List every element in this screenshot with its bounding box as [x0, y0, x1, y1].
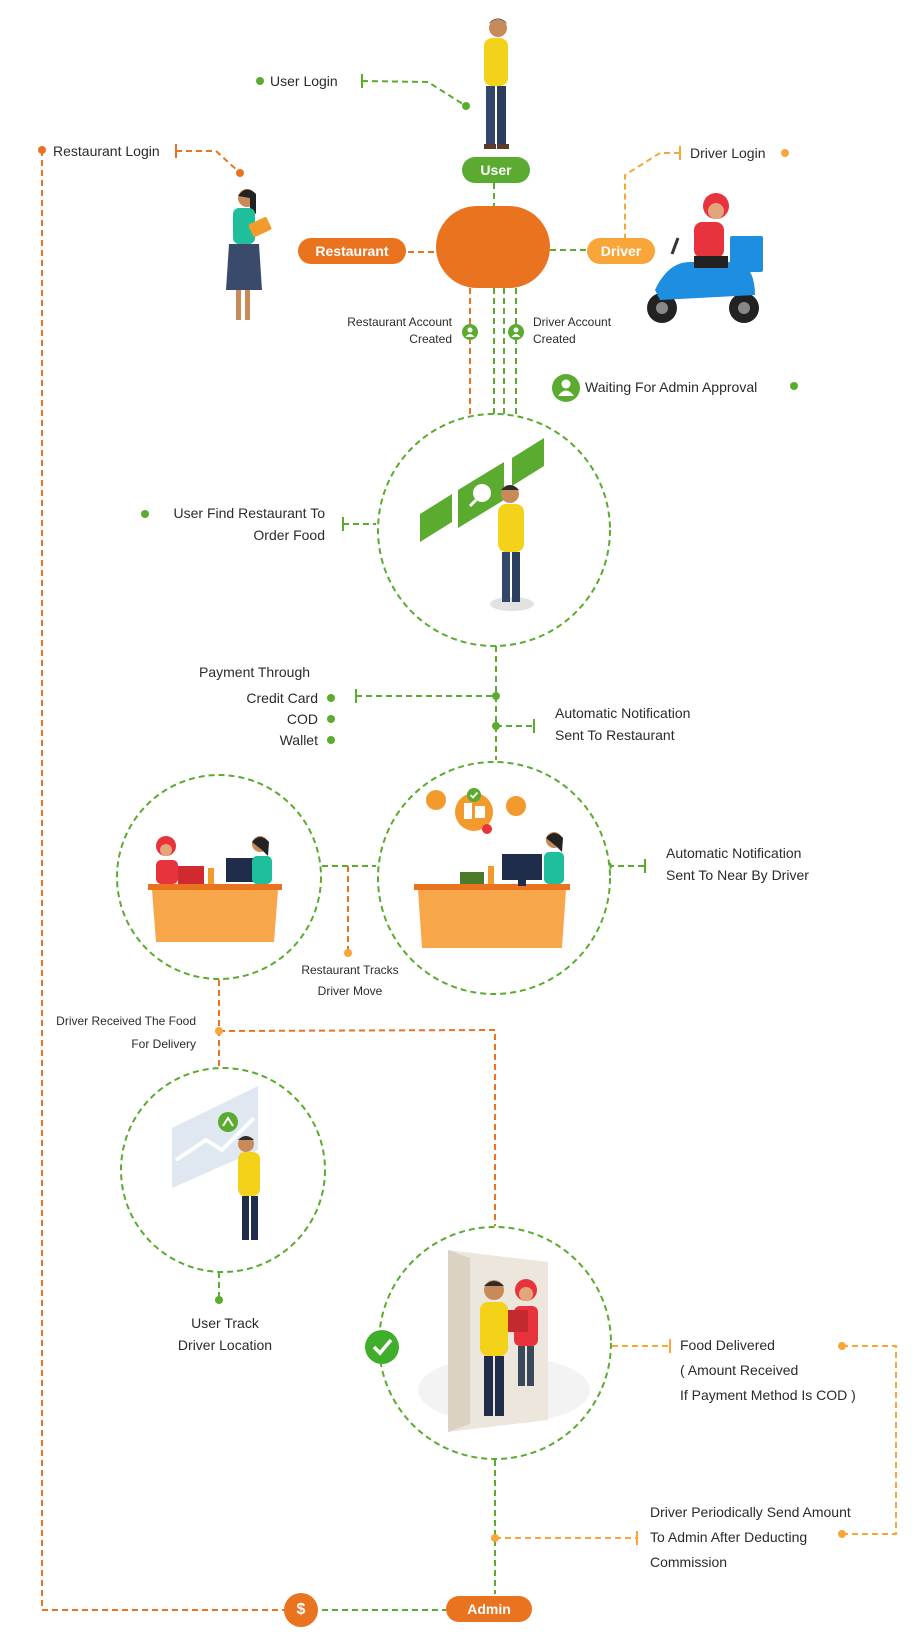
user-track-label: User Track Driver Location [177, 1315, 273, 1353]
restaurant-pill: Restaurant [298, 238, 406, 264]
person-icon [508, 324, 524, 340]
find-restaurant-illustration [420, 438, 544, 611]
restaurant-woman-figure [226, 189, 272, 320]
waiting-approval-label: Waiting For Admin Approval [585, 379, 758, 395]
driver-received-label: Driver Received The Food For Delivery [56, 1014, 196, 1051]
restaurant-tracks-label: Restaurant Tracks Driver Move [301, 963, 399, 998]
dollar-icon: $ [284, 1593, 318, 1627]
driver-send-amount-label: Driver Periodically Send Amount To Admin… [650, 1504, 851, 1570]
restaurant-order-illustration [414, 788, 570, 948]
user-figure [484, 18, 509, 149]
circle-user-track [120, 1067, 326, 1273]
payment-through-label: Payment Through [199, 664, 311, 680]
notify-driver-label: Automatic Notification Sent To Near By D… [666, 845, 809, 883]
person-icon [552, 374, 580, 402]
user-login-label: User Login [270, 73, 338, 89]
user-login-connector [361, 80, 467, 107]
restaurant-login-connector [176, 150, 241, 174]
driver-pill: Driver [587, 238, 655, 264]
driver-scooter-figure [647, 193, 763, 323]
circle-find-restaurant [377, 413, 611, 647]
restaurant-login-label: Restaurant Login [53, 143, 160, 159]
admin-pill: Admin [446, 1596, 532, 1622]
central-hub [436, 206, 550, 288]
find-restaurant-label: User Find Restaurant To Order Food [173, 505, 325, 543]
payment-option-wallet: Wallet [279, 732, 318, 748]
user-track-illustration [172, 1086, 260, 1240]
payment-option-credit-card: Credit Card [246, 690, 318, 706]
payment-option-cod: COD [286, 711, 318, 727]
check-icon [467, 788, 481, 802]
notify-restaurant-label: Automatic Notification Sent To Restauran… [555, 705, 691, 743]
driver-login-connector [624, 152, 680, 245]
person-icon [462, 324, 478, 340]
user-pill: User [462, 157, 530, 183]
food-tag-icon [468, 484, 491, 508]
driver-pickup-illustration [148, 836, 282, 942]
driver-account-created-label: Driver Account Created [533, 315, 612, 346]
delivery-illustration [418, 1250, 590, 1432]
check-icon [365, 1330, 399, 1364]
driver-login-label: Driver Login [690, 145, 766, 161]
restaurant-account-created-label: Restaurant Account Created [347, 315, 452, 346]
circle-driver-pickup [116, 774, 322, 980]
food-delivered-label: Food Delivered ( Amount Received If Paym… [680, 1337, 856, 1403]
map-route-icon [218, 1112, 238, 1132]
